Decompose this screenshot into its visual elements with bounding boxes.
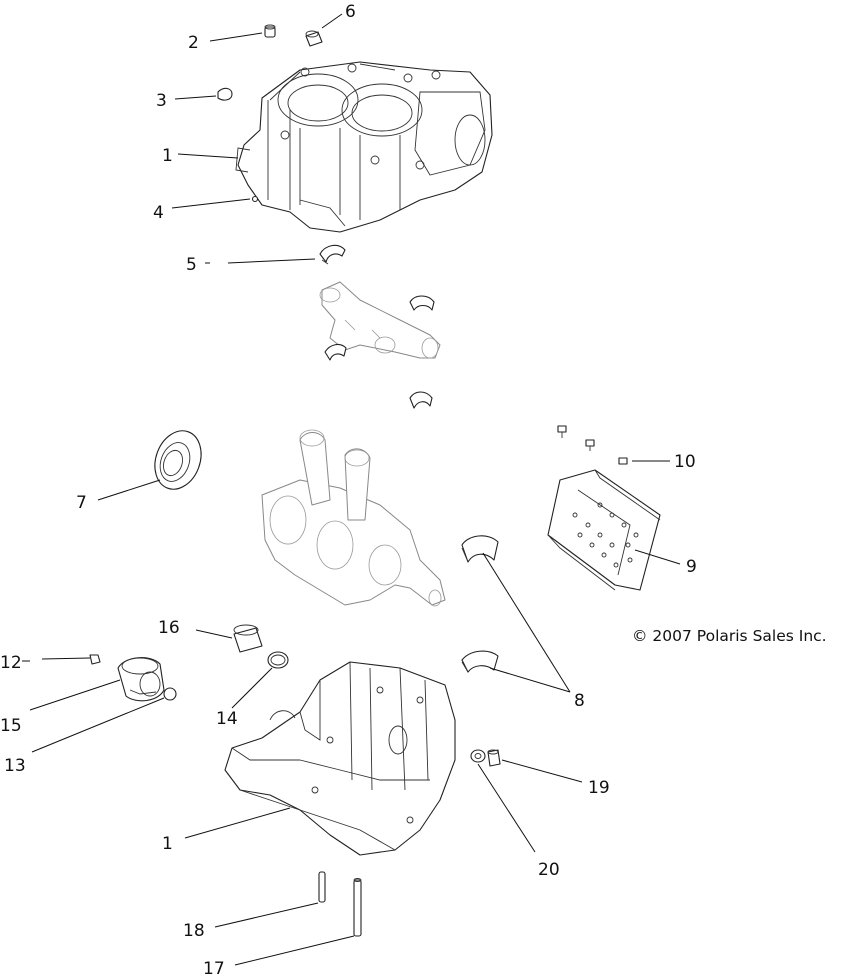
callout-3: 3 bbox=[156, 91, 167, 111]
leader-3 bbox=[174, 95, 217, 100]
callout-4: 4 bbox=[153, 203, 164, 223]
pin-4 bbox=[251, 195, 259, 203]
leader-6 bbox=[321, 13, 343, 29]
bearing-half-c bbox=[409, 391, 433, 409]
callout-19: 19 bbox=[588, 778, 610, 798]
callout-13: 13 bbox=[4, 756, 26, 776]
callout-6: 6 bbox=[345, 2, 356, 22]
lower-crankcase bbox=[224, 661, 456, 856]
leader-5b bbox=[227, 258, 316, 264]
leader-14 bbox=[231, 667, 273, 709]
callout-2: 2 bbox=[188, 33, 199, 53]
leader-4 bbox=[171, 198, 251, 209]
o-ring-13 bbox=[163, 687, 177, 701]
leader-2 bbox=[209, 32, 263, 42]
main-bearing-5 bbox=[319, 244, 346, 265]
crankshaft-assembly bbox=[261, 429, 446, 607]
dowel-pin-2 bbox=[264, 24, 276, 38]
bolts-10 bbox=[557, 425, 628, 465]
leader-15 bbox=[29, 679, 121, 711]
rod-17 bbox=[353, 878, 362, 937]
callout-9: 9 bbox=[686, 557, 697, 577]
leader-17 bbox=[234, 935, 355, 966]
callout-14: 14 bbox=[216, 709, 238, 729]
leader-1-lower bbox=[184, 807, 291, 839]
oil-filter-housing-15 bbox=[117, 657, 165, 702]
oil-seal-7 bbox=[154, 430, 202, 490]
main-bearing-8-lower bbox=[461, 650, 499, 673]
leader-7 bbox=[97, 479, 161, 501]
baffle-plate-9 bbox=[547, 469, 661, 591]
bolt-12 bbox=[89, 654, 101, 665]
leader-16 bbox=[195, 629, 233, 639]
bushing-16 bbox=[233, 624, 263, 653]
leader-20 bbox=[477, 763, 536, 853]
callout-5: 5 bbox=[186, 255, 197, 275]
leader-1-upper bbox=[177, 153, 239, 159]
leader-8a bbox=[482, 552, 571, 693]
callout-16: 16 bbox=[158, 618, 180, 638]
leader-18 bbox=[214, 902, 319, 928]
leader-13 bbox=[31, 697, 165, 753]
callout-labels: 2 6 3 1 4 5 7 10 9 © 2007 Polaris Sales … bbox=[0, 2, 827, 976]
drain-plug-19 bbox=[487, 749, 501, 767]
callout-7: 7 bbox=[76, 493, 87, 513]
bearing-half-b bbox=[324, 343, 347, 361]
main-bearing-8-upper bbox=[461, 535, 499, 563]
plug-3 bbox=[217, 87, 233, 101]
callout-8: 8 bbox=[574, 691, 585, 711]
copyright-notice: © 2007 Polaris Sales Inc. bbox=[632, 627, 827, 645]
callout-17: 17 bbox=[203, 959, 225, 976]
callout-20: 20 bbox=[538, 860, 560, 880]
callout-18: 18 bbox=[183, 921, 205, 941]
dowel-pin-18 bbox=[318, 871, 326, 903]
washer-20 bbox=[470, 749, 486, 763]
callout-1-upper: 1 bbox=[162, 146, 173, 166]
callout-12: 12 bbox=[0, 653, 22, 673]
leader-8b bbox=[489, 667, 571, 693]
balance-shaft bbox=[319, 281, 441, 359]
callout-15: 15 bbox=[0, 716, 22, 736]
leader-19 bbox=[501, 759, 583, 783]
bearing-half-a bbox=[409, 295, 435, 311]
upper-crankcase bbox=[235, 61, 493, 233]
sleeve-6 bbox=[305, 30, 323, 47]
leader-lines bbox=[22, 13, 681, 966]
callout-1-lower: 1 bbox=[162, 834, 173, 854]
callout-10: 10 bbox=[674, 452, 696, 472]
leader-12b bbox=[41, 657, 91, 660]
leader-9 bbox=[634, 549, 681, 565]
snap-ring-14 bbox=[267, 651, 289, 669]
